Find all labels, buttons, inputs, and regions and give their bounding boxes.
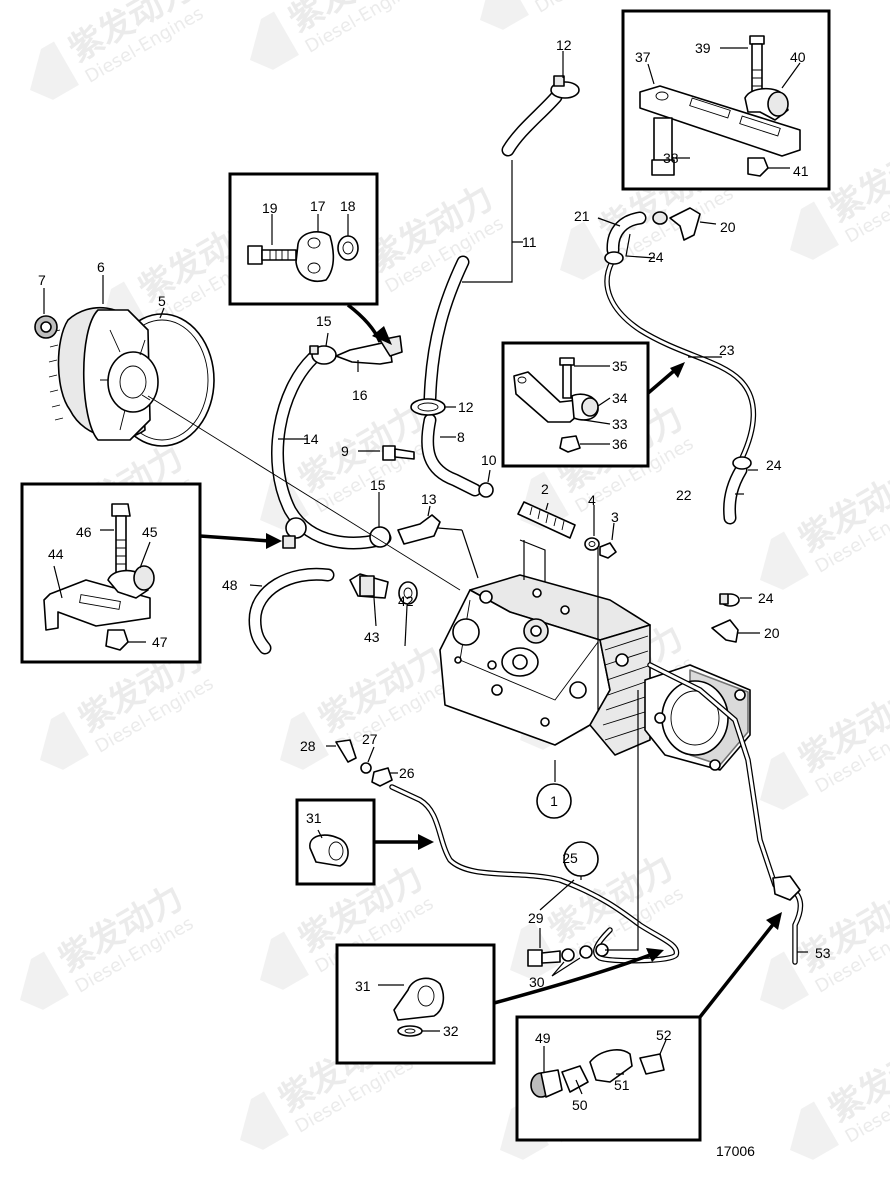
callout-label-14: 14 [303,431,319,447]
detail-box-31-top [295,798,376,886]
callout-label-24: 24 [766,457,782,473]
detail-box-44-47 [20,482,202,664]
callout-label-26: 26 [399,765,415,781]
watermark-logo [480,0,529,30]
watermark-logo [40,711,89,770]
callout-label-33: 33 [612,416,628,432]
callout-label-37: 37 [635,49,651,65]
callout-label-35: 35 [612,358,628,374]
callout-label-17: 17 [310,198,326,214]
callout-label-47: 47 [152,634,168,650]
callout-label-21: 21 [574,208,590,224]
watermark-logo [560,221,609,280]
leader-lines [43,51,808,977]
watermark-logo [790,201,839,260]
detail-box-31-32 [335,943,496,1065]
callout-label-31: 31 [355,978,371,994]
watermark-logo [280,711,329,770]
callout-label-30: 30 [529,974,545,990]
callout-label-4: 4 [588,492,596,508]
callout-label-39: 39 [695,40,711,56]
detail-box-17-18-19 [228,172,379,306]
callout-label-24: 24 [648,249,664,265]
callout-label-51: 51 [614,1077,630,1093]
callout-label-5: 5 [158,293,166,309]
callout-label-28: 28 [300,738,316,754]
watermark-logo [240,1091,289,1150]
small-parts [282,75,801,967]
callout-label-3: 3 [611,509,619,525]
watermark-logo [760,951,809,1010]
callout-label-29: 29 [528,910,544,926]
callout-arrows [199,303,782,1019]
callout-label-20: 20 [720,219,736,235]
callout-label-15: 15 [370,477,386,493]
callout-label-12: 12 [458,399,474,415]
pulley-assembly [34,306,215,447]
callout-label-6: 6 [97,259,105,275]
compressor-assembly [439,574,751,771]
circled-callouts [536,783,599,877]
callout-label-11: 11 [522,234,537,250]
callout-label-40: 40 [790,49,806,65]
callout-label-24: 24 [758,590,774,606]
callout-label-13: 13 [421,491,437,507]
callout-label-36: 36 [612,436,628,452]
callout-label-15: 15 [316,313,332,329]
callout-label-49: 49 [535,1030,551,1046]
callout-label-20: 20 [764,625,780,641]
watermark-logo [790,1101,839,1160]
callout-label-10: 10 [481,452,497,468]
callout-label-31: 31 [306,810,322,826]
watermark-logo [250,11,299,70]
watermark-logo [260,931,309,990]
callout-label-12: 12 [556,37,572,53]
callout-label-32: 32 [443,1023,459,1039]
callout-label-8: 8 [457,429,465,445]
watermark-logo [20,951,69,1010]
callout-label-27: 27 [362,731,378,747]
callout-label-46: 46 [76,524,92,540]
callout-label-18: 18 [340,198,356,214]
callout-label-52: 52 [656,1027,672,1043]
callout-label-23: 23 [719,342,735,358]
callout-label-2: 2 [541,481,549,497]
callout-label-19: 19 [262,200,278,216]
callout-label-41: 41 [793,163,809,179]
detail-box-49-52 [515,1015,702,1142]
callout-label-38: 38 [663,150,679,166]
callout-label-16: 16 [352,387,368,403]
callout-label-45: 45 [142,524,158,540]
callout-label-25: 25 [562,850,578,866]
diagram-number: 17006 [716,1143,755,1159]
callout-label-34: 34 [612,390,628,406]
callout-label-1: 1 [550,793,558,809]
watermark-logo [760,751,809,810]
detail-box-37-41 [621,9,831,191]
watermark-logo [760,531,809,590]
detail-box-33-36 [501,341,650,468]
callout-label-43: 43 [364,629,380,645]
hoses [248,90,804,965]
callout-label-7: 7 [38,272,46,288]
watermark-logo [30,41,79,100]
callout-label-22: 22 [676,487,692,503]
callout-label-9: 9 [341,443,349,459]
callout-label-53: 53 [815,945,831,961]
callout-label-50: 50 [572,1097,588,1113]
callout-label-48: 48 [222,577,238,593]
callout-label-44: 44 [48,546,64,562]
callout-label-42: 42 [398,593,414,609]
